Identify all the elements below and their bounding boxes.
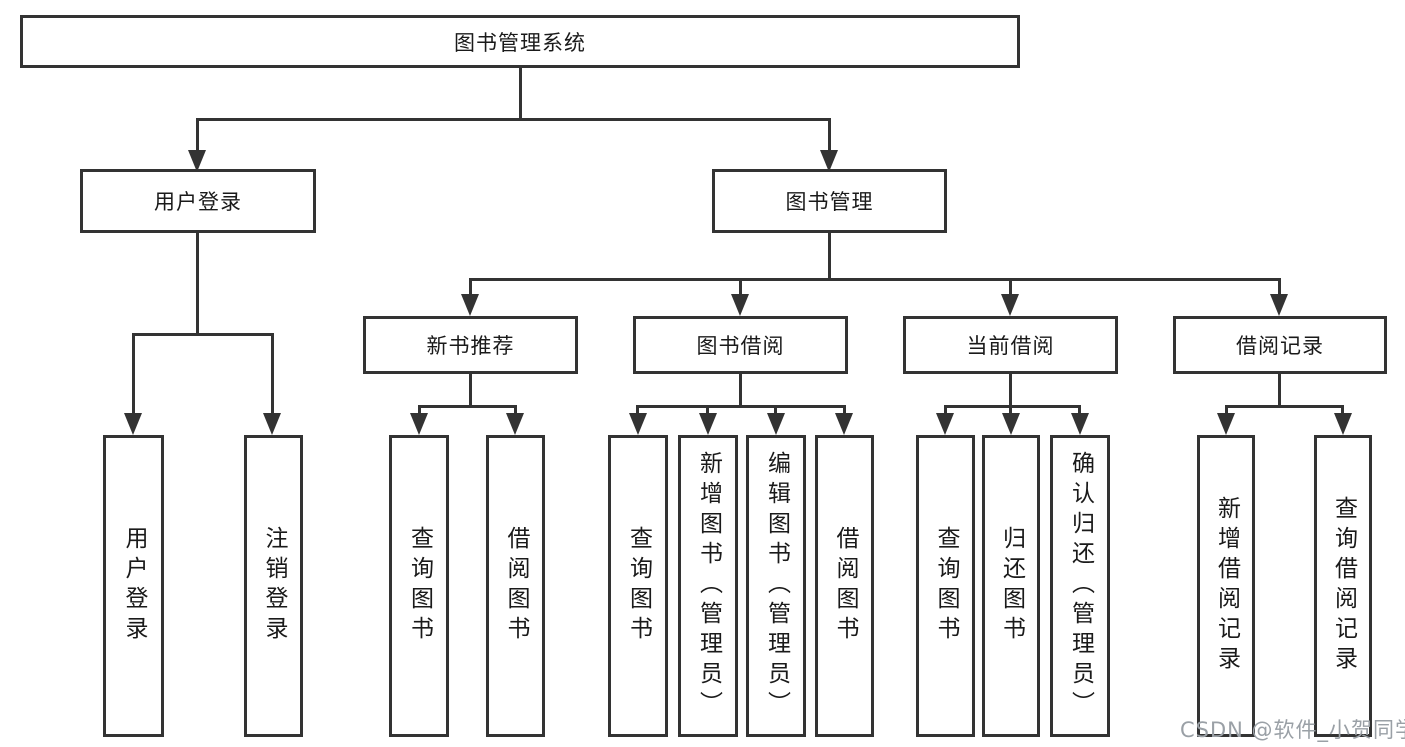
connector-arrow-down xyxy=(1071,413,1089,435)
connector-arrow-down xyxy=(820,150,838,172)
node-user-login: 用户登录 xyxy=(80,169,316,233)
connector-arrow-down xyxy=(731,294,749,316)
leaf-query-books-current: 查询图书 xyxy=(916,435,975,737)
node-current-borrow: 当前借阅 xyxy=(903,316,1118,374)
connector-line xyxy=(944,405,1081,408)
connector-arrow-down xyxy=(263,413,281,435)
leaf-logout: 注销登录 xyxy=(244,435,303,737)
connector-line xyxy=(469,278,472,296)
connector-line xyxy=(418,405,516,408)
connector-line xyxy=(739,278,742,296)
leaf-add-borrow-record: 新增借阅记录 xyxy=(1197,435,1255,737)
connector-line xyxy=(514,405,517,416)
node-book-borrow: 图书借阅 xyxy=(633,316,848,374)
connector-line xyxy=(706,405,709,416)
leaf-query-books-borrow: 查询图书 xyxy=(608,435,668,737)
connector-arrow-down xyxy=(629,413,647,435)
connector-line xyxy=(196,118,831,121)
connector-line xyxy=(1009,405,1012,416)
connector-arrow-down xyxy=(1002,413,1020,435)
connector-line xyxy=(196,233,199,336)
leaf-query-borrow-record: 查询借阅记录 xyxy=(1314,435,1372,737)
node-borrow-records: 借阅记录 xyxy=(1173,316,1387,374)
connector-line xyxy=(843,405,846,416)
leaf-query-books-recommend: 查询图书 xyxy=(389,435,449,737)
connector-arrow-down xyxy=(835,413,853,435)
connector-line xyxy=(636,405,639,416)
connector-line xyxy=(132,333,135,415)
leaf-confirm-return-admin: 确认归还（管理员） xyxy=(1050,435,1110,737)
connector-line xyxy=(271,333,274,415)
leaf-borrow-books-recommend: 借阅图书 xyxy=(486,435,545,737)
connector-line xyxy=(132,333,274,336)
connector-arrow-down xyxy=(1217,413,1235,435)
connector-arrow-down xyxy=(1334,413,1352,435)
connector-line xyxy=(1278,278,1281,296)
connector-line xyxy=(1225,405,1228,416)
connector-arrow-down xyxy=(699,413,717,435)
connector-line xyxy=(1009,374,1012,408)
connector-line xyxy=(196,118,199,152)
connector-line xyxy=(1225,405,1343,408)
connector-arrow-down xyxy=(410,413,428,435)
node-system-root: 图书管理系统 xyxy=(20,15,1020,68)
leaf-borrow-books-borrow: 借阅图书 xyxy=(815,435,874,737)
connector-line xyxy=(519,68,522,121)
node-book-management: 图书管理 xyxy=(712,169,947,233)
connector-arrow-down xyxy=(1001,294,1019,316)
node-new-book-recommend: 新书推荐 xyxy=(363,316,578,374)
leaf-add-book-admin: 新增图书（管理员） xyxy=(678,435,738,737)
leaf-user-login: 用户登录 xyxy=(103,435,164,737)
csdn-watermark: CSDN @软件_小贺同学 xyxy=(1180,718,1405,742)
leaf-return-book: 归还图书 xyxy=(982,435,1040,737)
connector-line xyxy=(418,405,421,416)
connector-line xyxy=(636,405,845,408)
connector-line xyxy=(828,118,831,152)
connector-line xyxy=(774,405,777,416)
connector-line xyxy=(1078,405,1081,416)
connector-line xyxy=(828,233,831,281)
connector-line xyxy=(739,374,742,408)
connector-line xyxy=(944,405,947,416)
connector-line xyxy=(469,278,1281,281)
connector-line xyxy=(469,374,472,408)
leaf-edit-book-admin: 编辑图书（管理员） xyxy=(746,435,806,737)
connector-arrow-down xyxy=(506,413,524,435)
connector-line xyxy=(1341,405,1344,416)
connector-arrow-down xyxy=(461,294,479,316)
connector-arrow-down xyxy=(767,413,785,435)
connector-arrow-down xyxy=(124,413,142,435)
connector-line xyxy=(1278,374,1281,408)
connector-arrow-down xyxy=(1270,294,1288,316)
connector-line xyxy=(1009,278,1012,296)
connector-arrow-down xyxy=(188,150,206,172)
connector-arrow-down xyxy=(936,413,954,435)
